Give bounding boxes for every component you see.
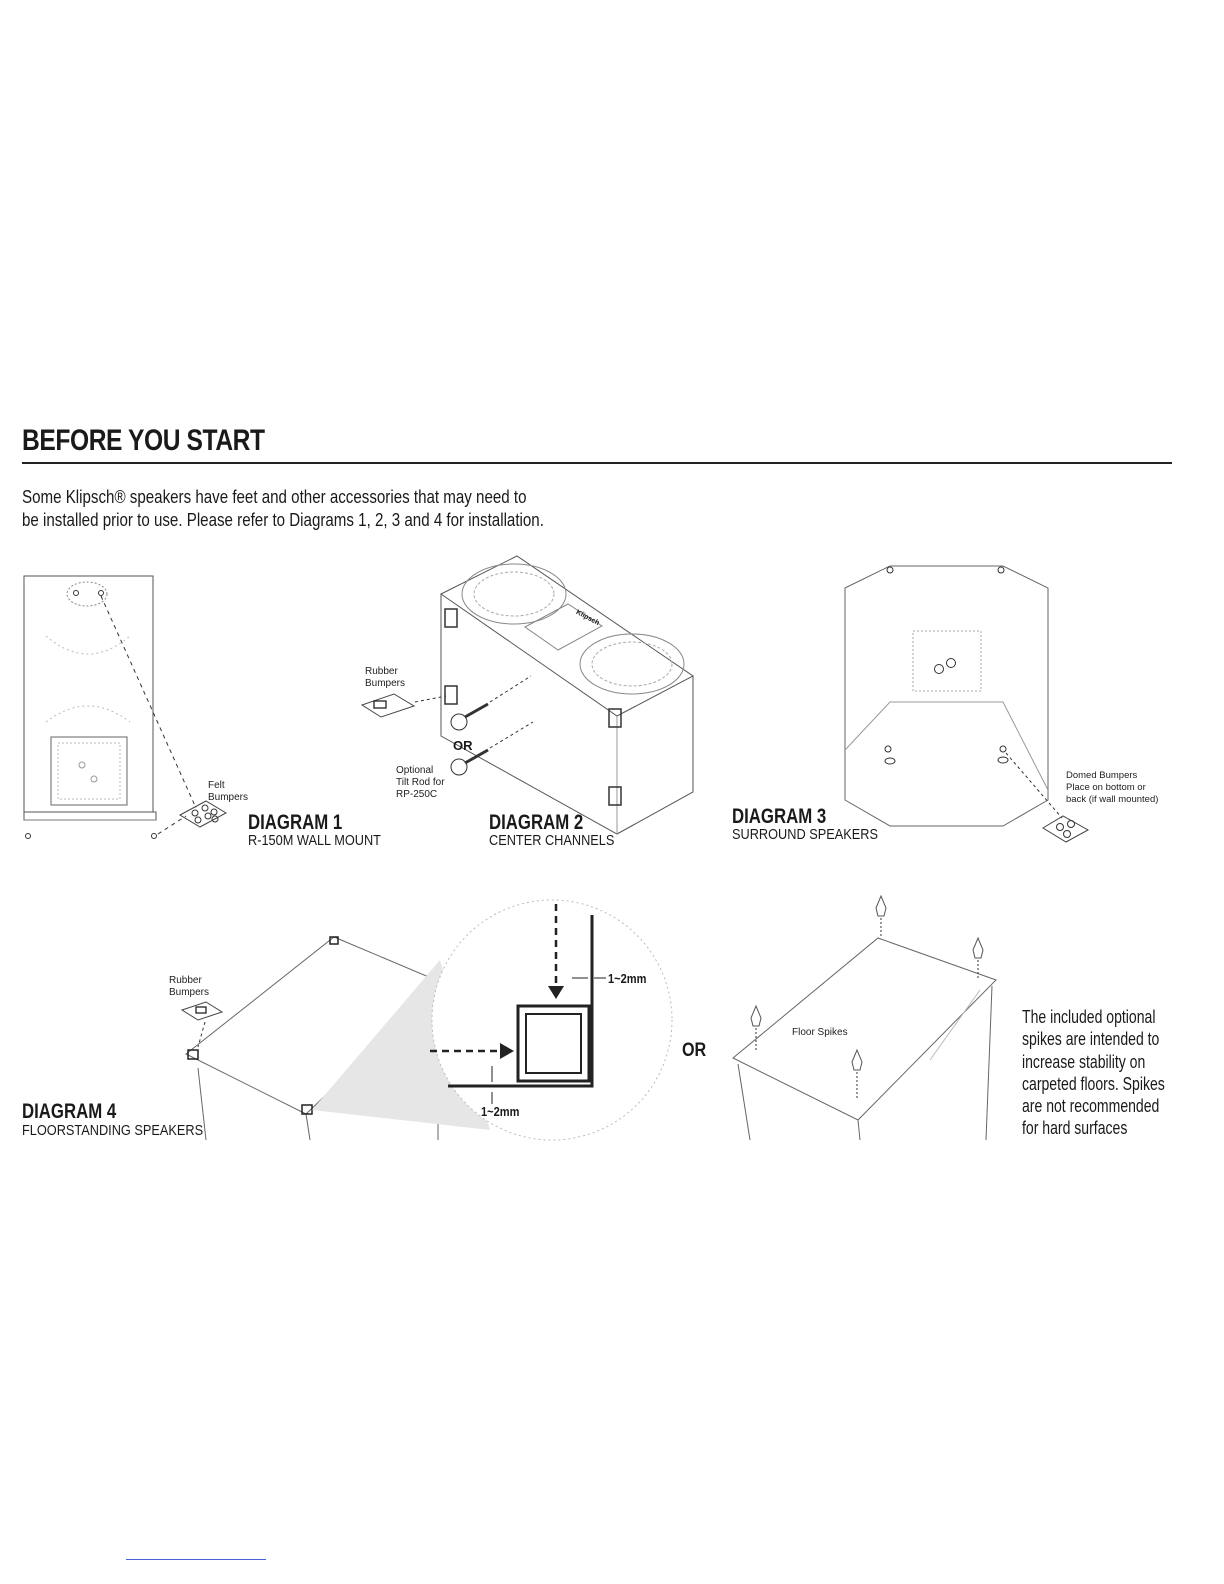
- label-line: Rubber: [169, 975, 202, 986]
- floor-spikes-label: Floor Spikes: [792, 1027, 848, 1038]
- heading-divider: [22, 462, 1172, 464]
- label-line: Bumpers: [169, 987, 210, 998]
- note-line: carpeted floors. Spikes: [1022, 1073, 1165, 1094]
- diagram4-or-label: OR: [682, 1040, 707, 1061]
- gap-bottom-label: 1~2mm: [481, 1104, 520, 1119]
- domed-bumpers-label: Domed Bumpers Place on bottom or back (i…: [1066, 770, 1158, 806]
- label-line: Rubber: [365, 666, 398, 677]
- diagram2-or-label: OR: [453, 738, 473, 753]
- rubber-bumpers-label: Rubber Bumpers: [169, 975, 209, 999]
- diagram4-title: DIAGRAM 4: [22, 1100, 117, 1123]
- diagram1-subtitle: R-150M WALL MOUNT: [248, 832, 381, 849]
- diagram1-title: DIAGRAM 1: [248, 811, 343, 834]
- diagram2-speaker-illustration: [360, 555, 694, 835]
- diagram3-subtitle: SURROUND SPEAKERS: [732, 826, 878, 843]
- diagram4-speaker-illustration: [180, 899, 673, 1141]
- page-title: BEFORE YOU START: [22, 424, 265, 457]
- intro-line: Some Klipsch® speakers have feet and oth…: [22, 487, 527, 507]
- label-line: RP-250C: [396, 789, 438, 800]
- felt-bumpers-label: Felt Bumpers: [208, 780, 248, 804]
- diagram2-title: DIAGRAM 2: [489, 811, 584, 834]
- note-line: spikes are intended to: [1022, 1029, 1160, 1050]
- intro-line: be installed prior to use. Please refer …: [22, 510, 544, 530]
- diagram2-subtitle: CENTER CHANNELS: [489, 832, 615, 849]
- gap-top-label: 1~2mm: [608, 971, 647, 986]
- label-line: Tilt Rod for: [396, 777, 445, 788]
- label-line: Bumpers: [208, 792, 249, 803]
- label-line: Domed Bumpers: [1066, 770, 1138, 781]
- diagram1-speaker-illustration: [23, 575, 228, 839]
- note-line: increase stability on: [1022, 1051, 1146, 1072]
- rubber-bumpers-label: Rubber Bumpers: [365, 666, 405, 690]
- diagram4-spikes-illustration: [732, 894, 997, 1141]
- label-line: Place on bottom or: [1066, 782, 1146, 793]
- diagram3-speaker-illustration: [844, 565, 1090, 843]
- label-line: Optional: [396, 765, 434, 776]
- note-line: The included optional: [1022, 1007, 1156, 1027]
- footer-link-underline: [126, 1559, 266, 1560]
- label-line: Bumpers: [365, 678, 406, 689]
- tilt-rod-label: Optional Tilt Rod for RP-250C: [396, 765, 445, 801]
- label-line: Felt: [208, 780, 225, 791]
- note-line: for hard surfaces: [1022, 1118, 1128, 1139]
- label-line: back (if wall mounted): [1066, 794, 1159, 805]
- diagram4-subtitle: FLOORSTANDING SPEAKERS: [22, 1122, 204, 1139]
- intro-text: Some Klipsch® speakers have feet and oth…: [22, 486, 560, 532]
- spikes-note: The included optional spikes are intende…: [1022, 1006, 1170, 1140]
- note-line: are not recommended: [1022, 1096, 1160, 1117]
- diagram3-title: DIAGRAM 3: [732, 805, 827, 828]
